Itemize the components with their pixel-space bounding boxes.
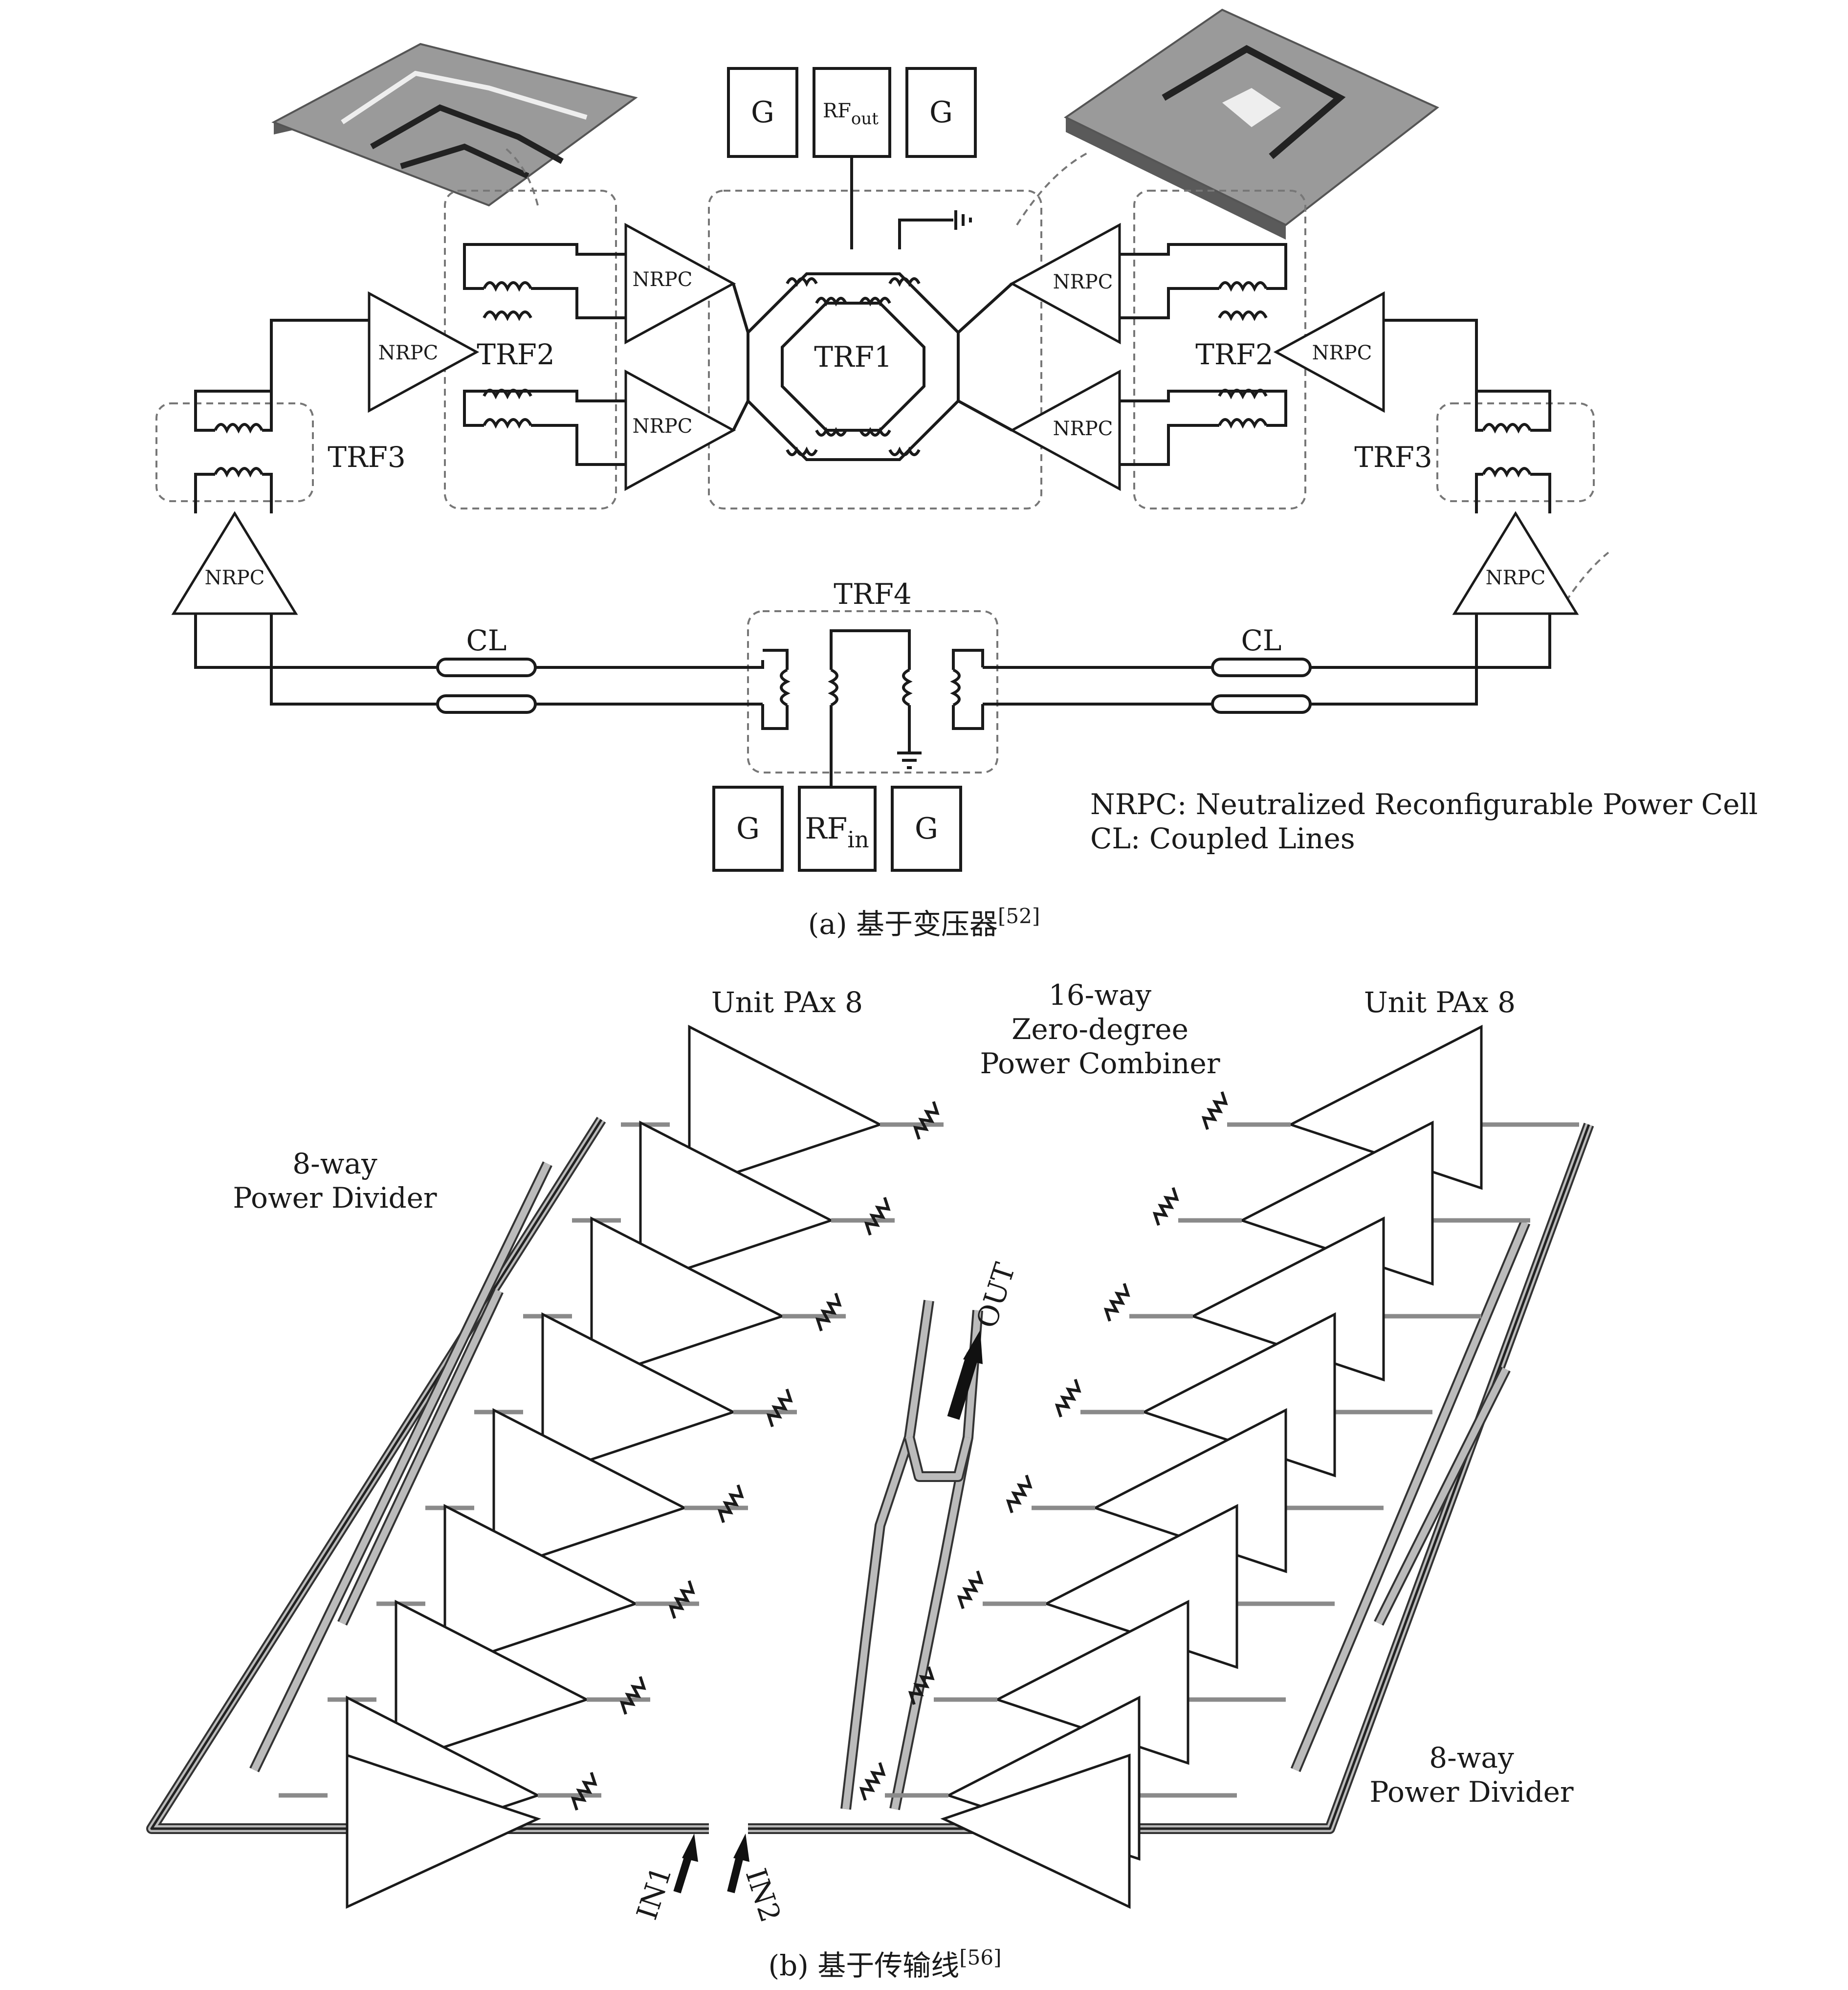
pad-g-bottom-right — [891, 786, 962, 872]
coupled-line-right-a — [1211, 658, 1312, 677]
svg-text:NRPC: NRPC — [378, 342, 439, 364]
trf3-left-label: TRF3 — [328, 441, 406, 474]
caption-b: (b) 基于传输线[56] — [768, 1946, 1001, 1982]
divider-left-label-2: Power Divider — [233, 1181, 437, 1215]
legend-nrpc: NRPC: Neutralized Reconfigurable Power C… — [1090, 788, 1758, 821]
chip-render-left — [271, 43, 638, 207]
coupled-line-right-b — [1211, 694, 1312, 714]
pointer-arrow-right — [1016, 151, 1091, 226]
unit-pa-right-label: Unit PAx 8 — [1364, 986, 1516, 1019]
nrpc-inner-bl — [624, 369, 736, 491]
nrpc-outer-right — [1452, 511, 1579, 615]
trf4-box — [747, 610, 998, 774]
in1-arrow — [673, 1852, 693, 1894]
out-label: OUT — [970, 1259, 1022, 1332]
pa-bottom-left — [346, 1753, 541, 1909]
part-a-transformer-diagram: G RFout G TRF1 NRPC NRPC N — [155, 8, 1758, 941]
pad-g-bottom-left — [712, 786, 784, 872]
unit-pa-left-7 — [328, 1599, 650, 1765]
combiner-label-3: Power Combiner — [980, 1047, 1220, 1080]
pad-g-top-right — [905, 67, 977, 158]
svg-text:NRPC: NRPC — [1486, 567, 1546, 589]
combiner-label-1: 16-way — [1049, 978, 1152, 1012]
in2-label: IN2 — [739, 1864, 788, 1926]
trf2-left-box — [444, 190, 617, 509]
pad-g-bottom-left-label: G — [736, 812, 760, 846]
svg-text:NRPC: NRPC — [633, 415, 693, 438]
trf3-right-box — [1436, 402, 1595, 502]
svg-text:NRPC: NRPC — [1053, 271, 1113, 293]
out-arrow — [947, 1352, 979, 1420]
nrpc-inner-br — [1009, 369, 1121, 491]
trf2-right-label: TRF2 — [1195, 338, 1274, 371]
trf2-left-label: TRF2 — [477, 338, 555, 371]
divider-left-tline — [146, 1117, 709, 1834]
part-b-transmission-line-diagram: Unit PAx 8 Unit PAx 8 16-way Zero-degree… — [146, 978, 1594, 1982]
pad-g-top-left — [727, 67, 798, 158]
divider-right-label-2: Power Divider — [1369, 1775, 1574, 1809]
trf1-box — [708, 190, 1042, 509]
pad-rf-in — [798, 786, 877, 872]
trf4-windings — [761, 629, 984, 807]
unit-pa-left-5 — [425, 1408, 748, 1573]
trf1-label: TRF1 — [814, 340, 892, 374]
trf3-left-box — [155, 402, 314, 502]
nrpc-inner-tr — [1009, 222, 1121, 345]
svg-text:NRPC: NRPC — [1312, 342, 1372, 364]
trf4-label: TRF4 — [834, 577, 912, 611]
unit-pa-left-label: Unit PAx 8 — [711, 986, 863, 1019]
in1-label: IN1 — [630, 1862, 679, 1924]
rf-in-label: RFin — [805, 812, 869, 853]
nrpc-mid-left — [368, 291, 480, 413]
nrpc-inner-tl — [624, 222, 736, 345]
rf-out-label: RFout — [823, 100, 879, 129]
nrpc-mid-right — [1273, 291, 1385, 413]
caption-a: (a) 基于变压器[52] — [808, 904, 1040, 941]
svg-text:NRPC: NRPC — [205, 567, 265, 589]
in2-arrow — [727, 1852, 745, 1893]
legend-cl: CL: Coupled Lines — [1090, 822, 1355, 855]
trf1-coils — [786, 277, 921, 456]
svg-text:NRPC: NRPC — [1053, 418, 1113, 440]
svg-text:NRPC: NRPC — [633, 268, 693, 291]
combiner-label-2: Zero-degree — [1012, 1013, 1188, 1046]
cl-right-label: CL — [1241, 624, 1282, 657]
pad-g-top-right-label: G — [929, 95, 953, 130]
trf1-ring-outer — [747, 272, 960, 461]
cl-left-label: CL — [466, 624, 507, 657]
divider-right-label-1: 8-way — [1429, 1741, 1514, 1774]
trf2-left — [463, 243, 626, 466]
pa-array-left — [279, 1024, 944, 1861]
chip-render-right — [1064, 8, 1439, 240]
trf2-right — [1120, 243, 1287, 466]
pad-g-top-left-label: G — [751, 95, 774, 130]
pad-g-bottom-right-label: G — [915, 812, 938, 846]
divider-right-tline — [748, 1123, 1594, 1834]
divider-left-label-1: 8-way — [292, 1147, 377, 1180]
nrpc-outer-left — [171, 511, 298, 615]
pointer-arrow-left — [503, 146, 539, 206]
coupled-line-left-b — [436, 694, 537, 714]
combiner-tline — [840, 1300, 983, 1811]
pa-bottom-right — [940, 1753, 1131, 1909]
unit-pa-left-4 — [474, 1312, 797, 1478]
trf3-right-label: TRF3 — [1354, 441, 1432, 474]
coupled-line-left-a — [436, 658, 537, 677]
